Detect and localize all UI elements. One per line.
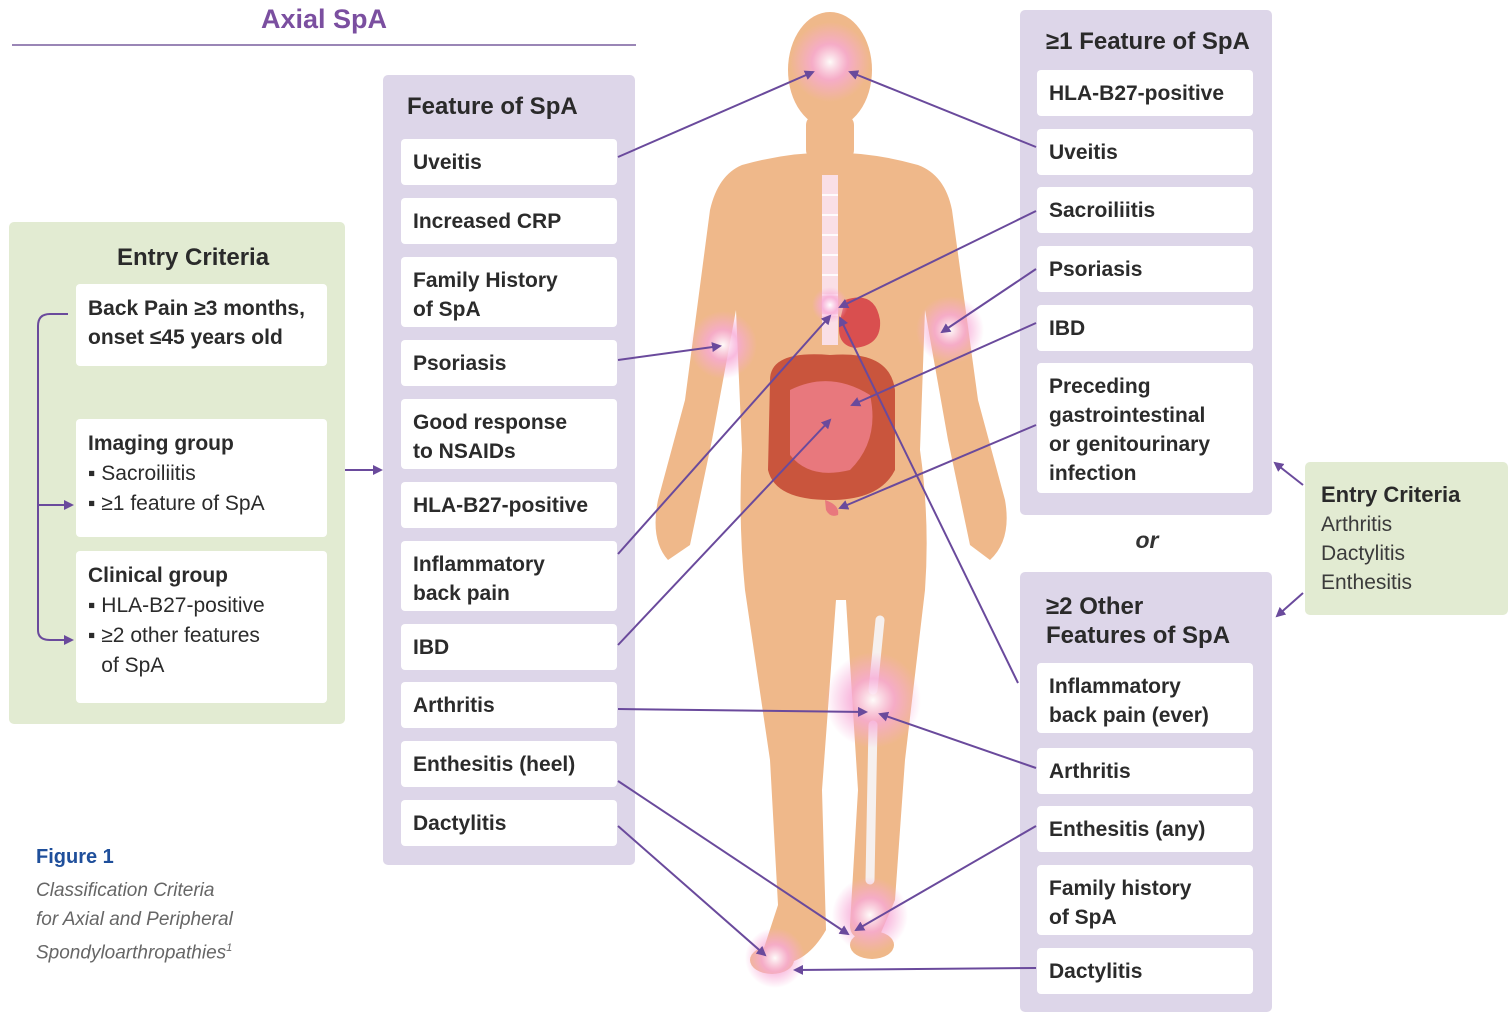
connector-arrows bbox=[0, 0, 1510, 1012]
